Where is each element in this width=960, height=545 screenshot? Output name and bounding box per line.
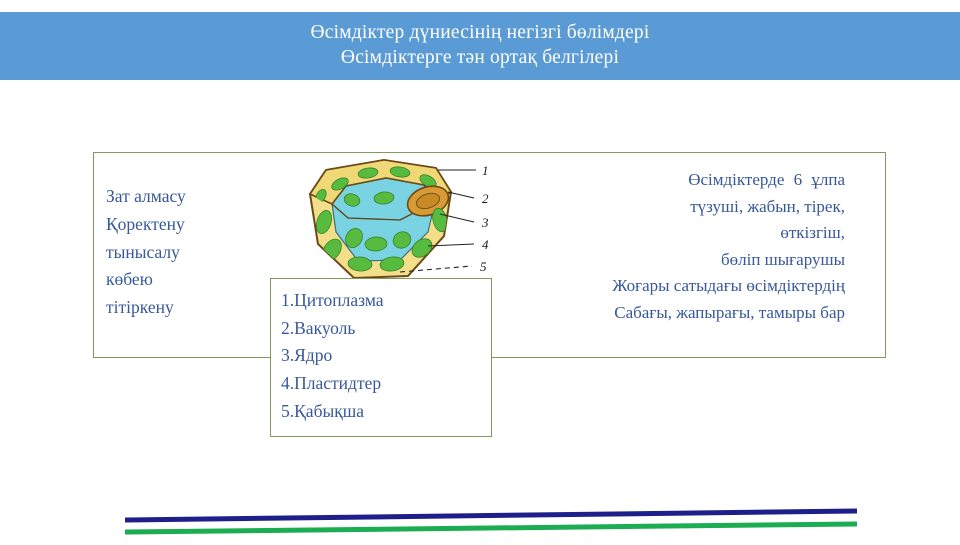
slide-title-line-1: Өсімдіктер дүниесінің негізгі бөлімдері [310, 22, 650, 44]
tissues-line: Сабағы, жапырағы, тамыры бар [614, 302, 845, 322]
tissues-line: Өсімдіктерде 6 ұлпа [688, 170, 845, 189]
green-rule-line [124, 521, 858, 535]
organelle-item: 4.Пластидтер [281, 372, 382, 393]
organelle-item: 1.Цитоплазма [281, 290, 384, 310]
callout-number-2: 2 [482, 191, 489, 206]
callout-number-5: 5 [480, 259, 487, 274]
tissues-line: түзуші, жабын, тірек, [690, 196, 845, 216]
chloroplast-group-rim [315, 166, 437, 203]
callout-number-1: 1 [482, 163, 489, 178]
chloroplast-group-body [316, 191, 448, 272]
slide-title-banner: Өсімдіктер дүниесінің негізгі бөлімдері … [0, 12, 960, 80]
organelle-item: 3.Ядро [281, 345, 333, 366]
callout-number-3: 3 [481, 215, 489, 230]
trait-item: Зат алмасу [106, 186, 186, 206]
organelle-item: 5.Қабықша [281, 400, 364, 421]
trait-item: тынысалу [106, 241, 180, 262]
trait-item: тітіркену [106, 297, 174, 318]
callout-number-4: 4 [482, 237, 489, 252]
navy-rule-line [124, 508, 858, 523]
tissues-line: өткізгіш, [780, 223, 845, 243]
callout-numbers: 1 2 3 4 5 [480, 163, 489, 274]
organelles-list: 1.Цитоплазма 2.Вакуоль 3.Ядро 4.Пластидт… [281, 287, 384, 425]
trait-item: көбею [106, 269, 153, 290]
bottom-decoration [0, 495, 960, 540]
slide-title-line-2: Өсімдіктерге тән ортақ белгілері [340, 47, 620, 68]
plant-traits-list: Зат алмасу Қоректену тынысалу көбею тіті… [106, 183, 281, 322]
tissues-line: Жоғары сатыдағы өсімдіктердің [612, 276, 845, 296]
callout-leader-lines [399, 169, 476, 273]
plant-cell-diagram: 1 2 3 4 5 [288, 152, 510, 292]
plant-tissues-text: Өсімдіктерде 6 ұлпа түзуші, жабын, тірек… [505, 167, 845, 326]
tissues-line: бөліп шығарушы [720, 249, 845, 269]
organelle-item: 2.Вакуоль [281, 317, 356, 338]
trait-item: Қоректену [106, 213, 185, 234]
organelles-panel: 1.Цитоплазма 2.Вакуоль 3.Ядро 4.Пластидт… [270, 278, 492, 437]
